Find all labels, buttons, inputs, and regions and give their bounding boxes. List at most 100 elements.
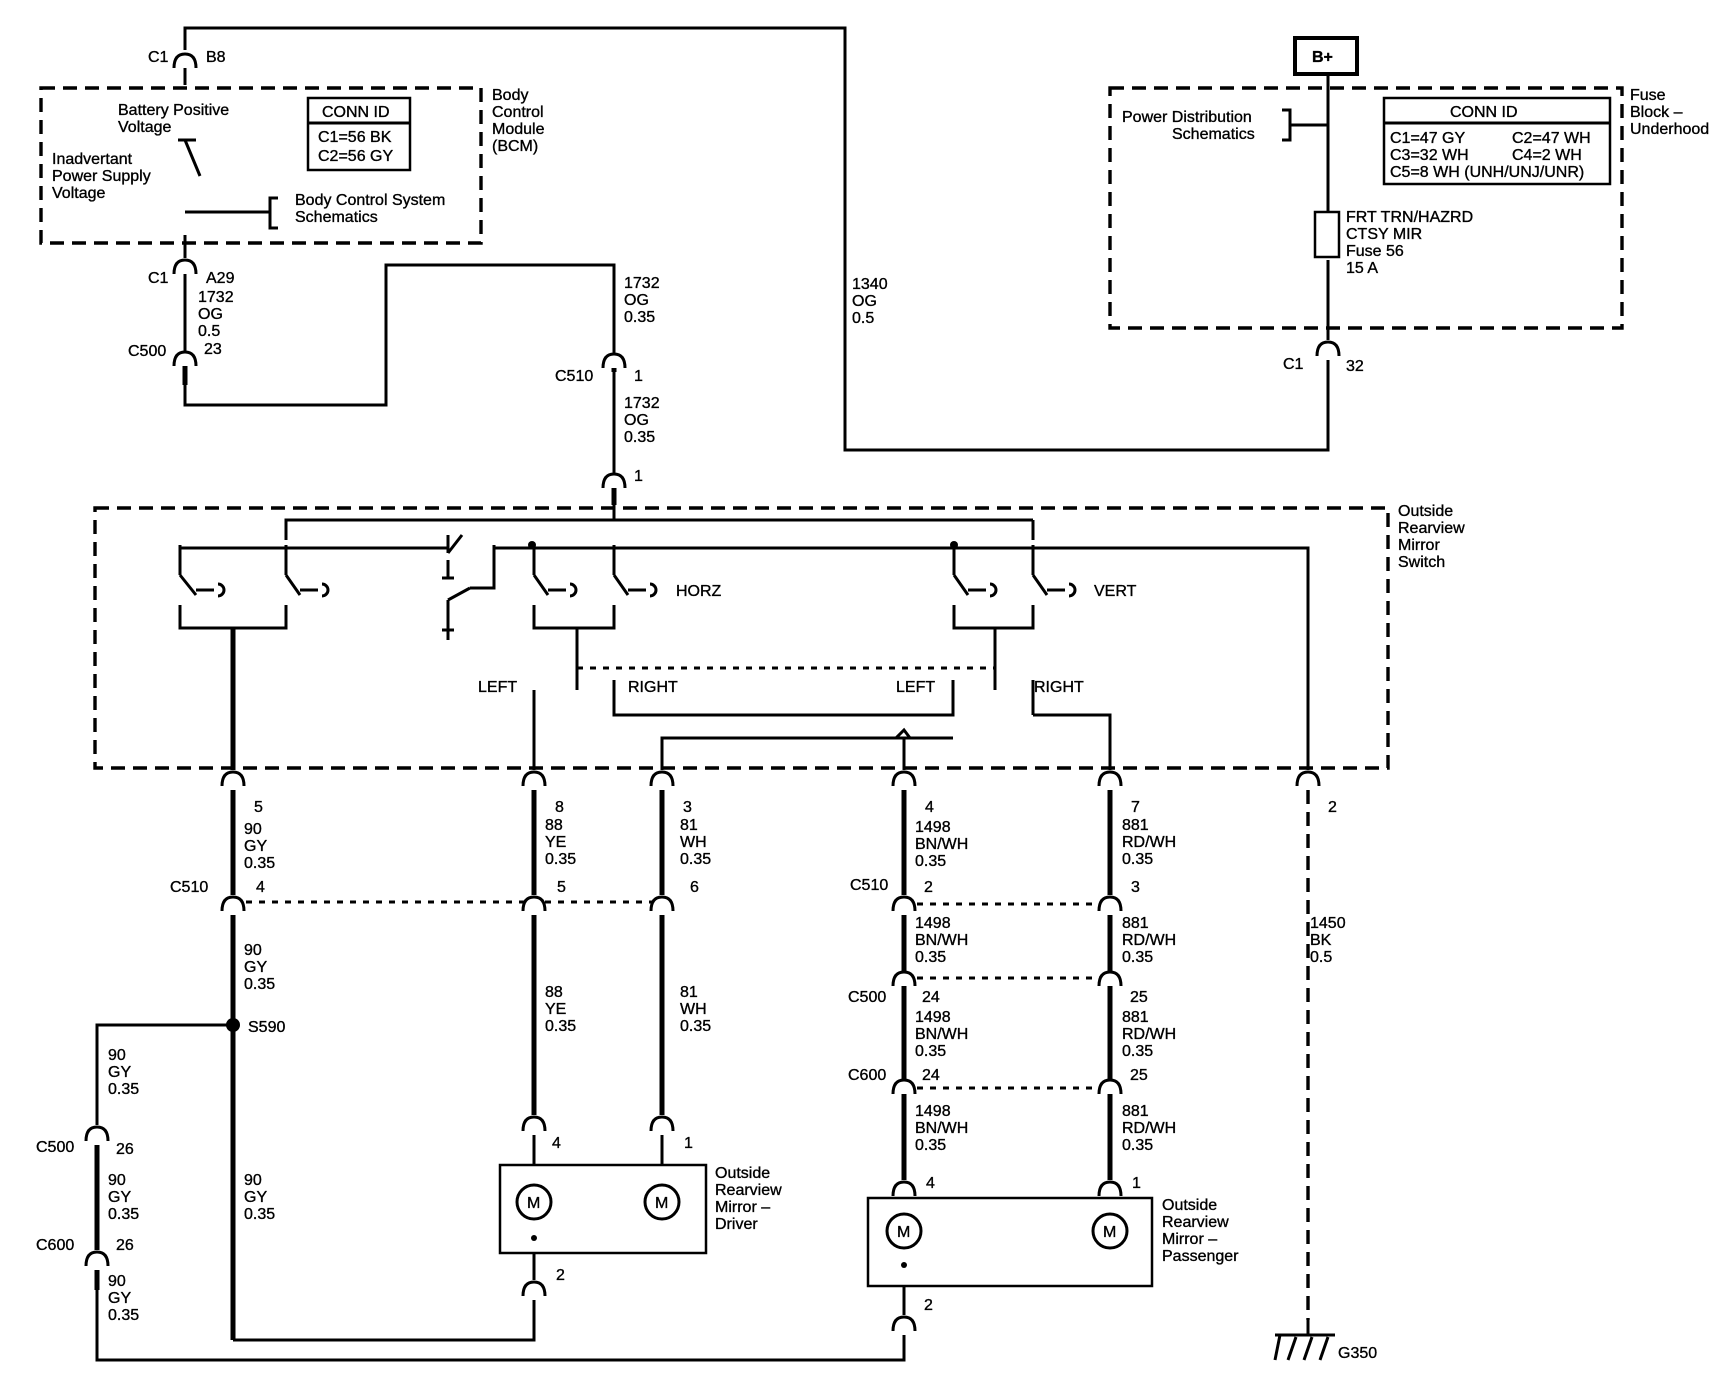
connector-cavity-icon	[891, 1315, 917, 1332]
battery-voltage-1: Battery Positive	[118, 102, 229, 119]
driver-name-2: Rearview	[715, 1182, 782, 1199]
lb-ws-3: 0.35	[244, 1206, 275, 1223]
c510-pin-a: 4	[256, 879, 265, 896]
connector-cavity-icon	[891, 770, 917, 787]
lwire-e1-3: 0.35	[1122, 949, 1153, 966]
fuse-label-1: FRT TRN/HAZRD	[1346, 209, 1473, 226]
wire-c-1: 81	[680, 817, 698, 834]
bcs-schematics-2: Schematics	[295, 209, 378, 226]
bcm-conn-id-2: C2=56 GY	[318, 148, 393, 165]
inadvertant-1: Inadvertant	[52, 151, 133, 168]
power-dist-2: Schematics	[1172, 126, 1255, 143]
driver-motor-right-icon	[643, 1183, 681, 1221]
fuse-conn-id-l3: C5=8 WH (UNH/UNJ/UNR)	[1390, 164, 1584, 181]
pass-name-1: Outside	[1162, 1197, 1217, 1214]
lwire-d2-1: 1498	[915, 1009, 951, 1026]
c510-top: C510	[555, 368, 593, 385]
wire-a-2: GY	[244, 838, 267, 855]
lb-w3-2: GY	[108, 1290, 131, 1307]
fuse-block-name-1: Fuse	[1630, 87, 1666, 104]
lb-w3-1: 90	[108, 1273, 126, 1290]
pass-name-2: Rearview	[1162, 1214, 1229, 1231]
inadvertant-3: Voltage	[52, 185, 105, 202]
connector-cavity-icon	[172, 258, 198, 275]
pass-name-4: Passenger	[1162, 1248, 1239, 1265]
connector-cavity-icon	[649, 1115, 675, 1132]
pin-7: 7	[1131, 799, 1140, 816]
bplus-box	[1293, 36, 1359, 76]
c600-right: C600	[848, 1067, 886, 1084]
connector-cavity-icon	[172, 350, 198, 367]
connector-symbols	[84, 52, 1341, 1332]
lb-w1-2: GY	[108, 1064, 131, 1081]
connector-cavity-icon	[649, 770, 675, 787]
passenger-motor-right-icon	[1091, 1212, 1129, 1250]
lwire-e3-2: RD/WH	[1122, 1120, 1176, 1137]
bcm-internals	[178, 108, 1292, 230]
w1732-mid-2: OG	[624, 292, 649, 309]
switch-name-3: Mirror	[1398, 537, 1440, 554]
connector-cavity-icon	[1295, 770, 1321, 787]
driver-motor-left-label: M	[527, 1195, 540, 1212]
inadvertant-2: Power Supply	[52, 168, 151, 185]
connector-cavity-icon	[891, 895, 917, 912]
c500-right-d: 24	[922, 989, 940, 1006]
w1732-low-2: OG	[624, 412, 649, 429]
fuse-block-name-3: Underhood	[1630, 121, 1709, 138]
w1340-3: 0.5	[852, 310, 874, 327]
bplus-label: B+	[1312, 49, 1333, 66]
fuse-out-pin: 32	[1346, 358, 1364, 375]
switch-right-1: RIGHT	[628, 679, 678, 696]
switch-name-4: Switch	[1398, 554, 1445, 571]
connector-cavity-icon	[1097, 970, 1123, 987]
c510-right: C510	[850, 877, 888, 894]
lb-w2-3: 0.35	[108, 1206, 139, 1223]
fuse-label-4: 15 A	[1346, 260, 1378, 277]
pin-2: 2	[1328, 799, 1337, 816]
w1732-low-3: 0.35	[624, 429, 655, 446]
connector-cavity-icon	[1315, 340, 1341, 357]
lwire-e1-1: 881	[1122, 915, 1149, 932]
bcm-bottom-pin: A29	[206, 270, 235, 287]
bcm-name-4: (BCM)	[492, 138, 538, 155]
lwire-d1-2: BN/WH	[915, 932, 968, 949]
wire-b-2: YE	[545, 834, 566, 851]
driver-pin-right: 1	[684, 1135, 693, 1152]
wire-a-3: 0.35	[244, 855, 275, 872]
w1732-low-1: 1732	[624, 395, 660, 412]
connector-cavity-icon	[521, 770, 547, 787]
switch-contacts	[196, 541, 1077, 632]
connector-cavity-icon	[1097, 1180, 1123, 1197]
connector-cavity-icon	[521, 1115, 547, 1132]
wire-b-1: 88	[545, 817, 563, 834]
lwire-b-1: 88	[545, 984, 563, 1001]
wire-c-2: WH	[680, 834, 707, 851]
driver-name-1: Outside	[715, 1165, 770, 1182]
pass-pin-bottom: 2	[924, 1297, 933, 1314]
w1732-left-1: 1732	[198, 289, 234, 306]
bcm-conn-id-box	[306, 96, 412, 172]
c510-pin-d: 2	[924, 879, 933, 896]
pin-3: 3	[683, 799, 692, 816]
wire-d-3: 0.35	[915, 853, 946, 870]
wires	[94, 26, 1330, 1362]
wire-d-2: BN/WH	[915, 836, 968, 853]
lwire-e2-2: RD/WH	[1122, 1026, 1176, 1043]
switch-left-1: LEFT	[478, 679, 517, 696]
connector-cavity-icon	[220, 895, 246, 912]
fuse-conn-id-title: CONN ID	[1450, 104, 1518, 121]
bcm-name-2: Control	[492, 104, 544, 121]
fuse-block-box	[1108, 86, 1624, 330]
driver-pin-bottom: 2	[556, 1267, 565, 1284]
fuse-label-3: Fuse 56	[1346, 243, 1404, 260]
dotted-links	[233, 666, 1110, 1090]
switch-box	[93, 506, 1390, 770]
wire-a-1: 90	[244, 821, 262, 838]
lwire-b-2: YE	[545, 1001, 566, 1018]
driver-pin-left: 4	[552, 1135, 561, 1152]
lwire-d2-2: BN/WH	[915, 1026, 968, 1043]
lwire-c-3: 0.35	[680, 1018, 711, 1035]
wire-e-3: 0.35	[1122, 851, 1153, 868]
w1340-2: OG	[852, 293, 877, 310]
c600-right-d: 24	[922, 1067, 940, 1084]
